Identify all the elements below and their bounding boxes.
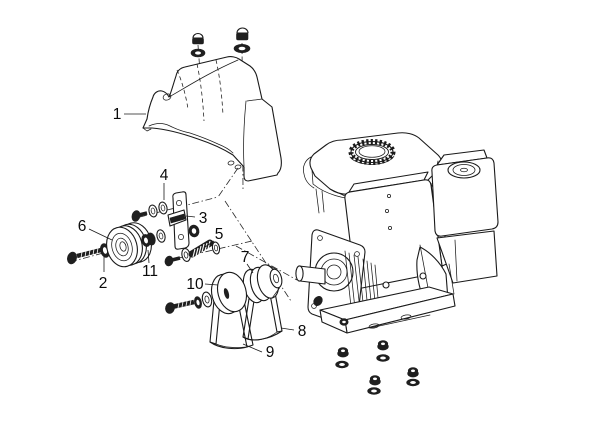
bolt-icon — [131, 210, 148, 222]
nut-icon — [337, 347, 349, 358]
washer-icon — [376, 354, 390, 362]
bolt-icon — [164, 255, 181, 267]
flange-screw-icon — [190, 33, 206, 58]
crankshaft-icon — [295, 265, 326, 285]
flange-screw-icon — [233, 27, 251, 53]
flange-nut-icon — [188, 224, 200, 238]
callout-3: 3 — [199, 210, 208, 227]
fuel-cap-icon — [348, 139, 396, 165]
washer-icon — [148, 204, 158, 218]
callout-2: 2 — [99, 275, 108, 292]
base-fasteners — [335, 340, 420, 395]
bolt-icon — [67, 247, 102, 265]
nut-icon — [377, 340, 389, 351]
washer-icon — [158, 201, 168, 215]
callout-8: 8 — [298, 323, 307, 340]
bracket-icon — [167, 191, 190, 250]
nut-icon — [407, 367, 419, 378]
callout-5: 5 — [215, 226, 224, 243]
idler-bracket-group — [131, 191, 200, 250]
callout-6: 6 — [78, 218, 87, 235]
washer-icon — [194, 296, 202, 309]
callout-1: 1 — [113, 106, 122, 123]
bolt-icon — [165, 299, 195, 314]
drive-pulley-group — [67, 222, 166, 268]
mounting-base — [313, 244, 456, 334]
washer-icon — [335, 360, 349, 369]
idler-pulley-10 — [165, 271, 248, 315]
washer-icon — [367, 387, 381, 395]
cover-fasteners — [190, 27, 251, 58]
double-pulley-7 — [242, 264, 283, 304]
washer-icon — [211, 241, 221, 255]
callouts: 1 2 3 4 5 6 7 8 9 10 11 — [78, 106, 307, 361]
washer-icon — [156, 229, 166, 243]
callout-9: 9 — [266, 344, 275, 361]
washer-icon — [406, 378, 420, 387]
callout-4: 4 — [160, 167, 169, 184]
callout-7: 7 — [241, 249, 250, 266]
belt-cover — [142, 56, 282, 182]
callout-11: 11 — [142, 263, 158, 280]
engine — [295, 132, 499, 334]
washer-icon — [201, 291, 213, 308]
spring-group — [164, 239, 221, 267]
tension-spring-icon — [188, 239, 214, 258]
callout-10: 10 — [186, 276, 204, 293]
v-belt-9 — [209, 289, 254, 350]
pulley-icon — [106, 222, 152, 268]
nut-icon — [369, 375, 381, 386]
bushing-icon — [141, 232, 156, 247]
